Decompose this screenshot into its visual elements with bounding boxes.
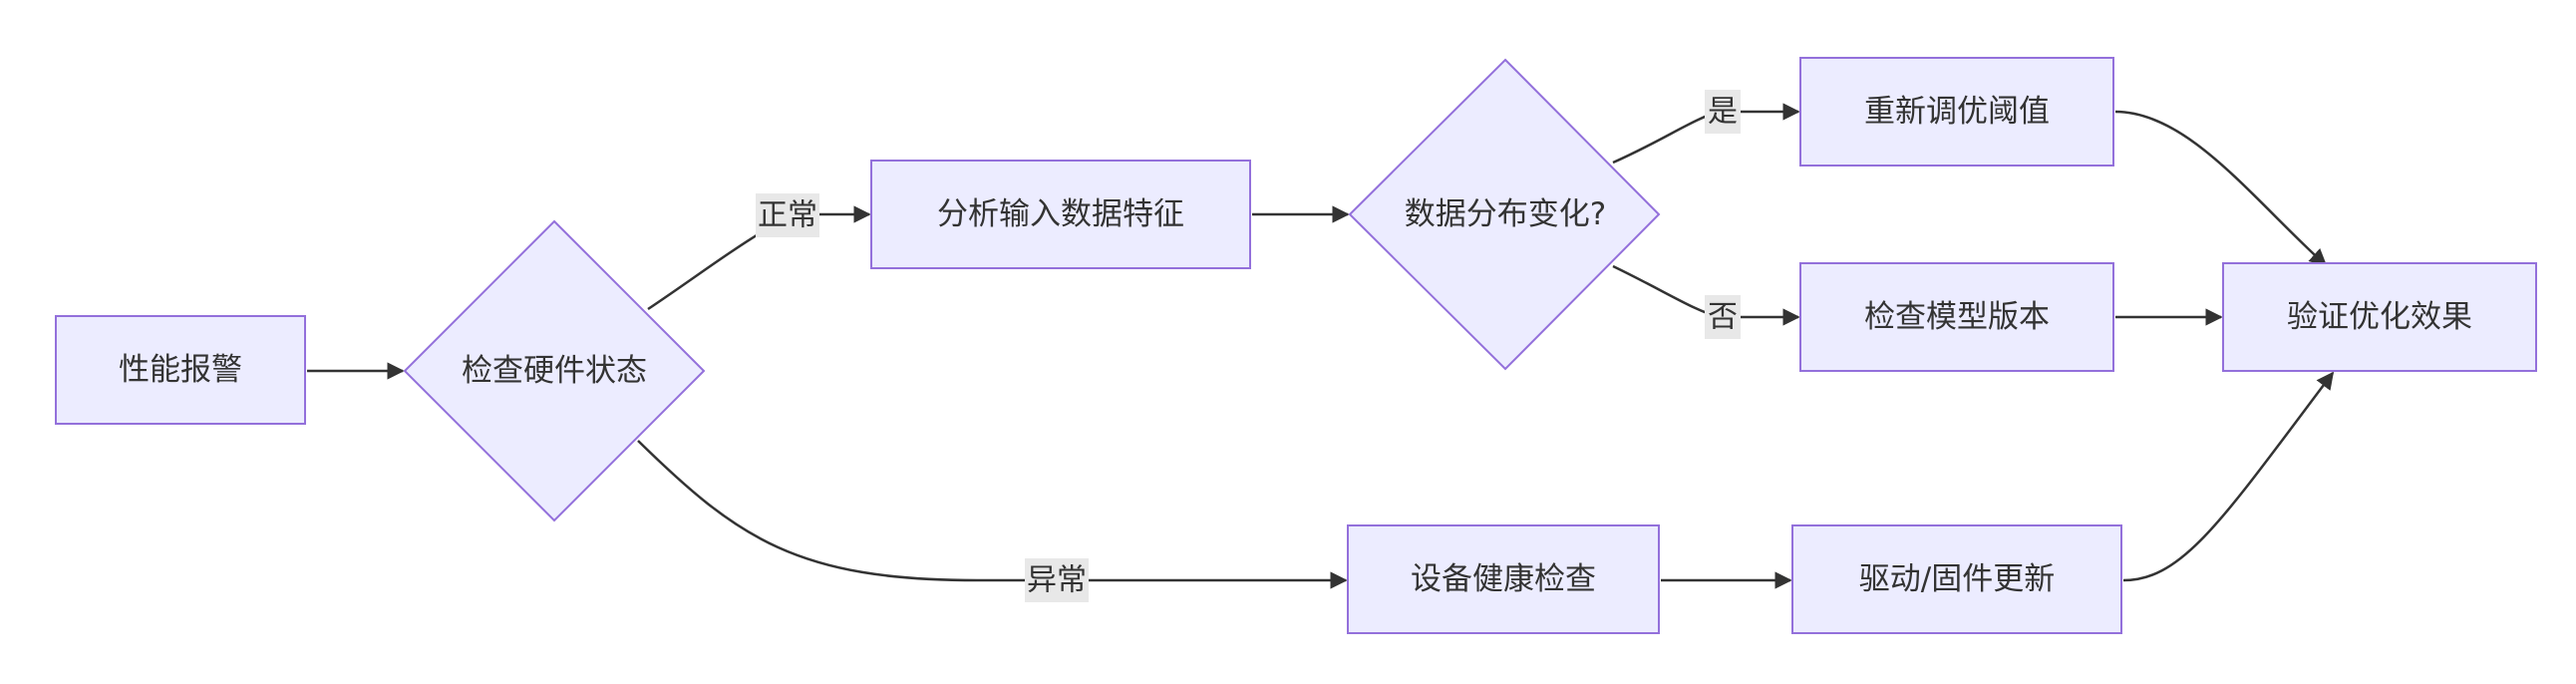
node-alert[interactable]: 性能报警: [55, 315, 306, 425]
edge-labels: 正常 异常 是 否: [756, 90, 1741, 602]
edge-check-hw-to-device-health: [637, 440, 1348, 589]
svg-text:性能报警: 性能报警: [119, 352, 242, 388]
svg-text:验证优化效果: 验证优化效果: [2287, 299, 2472, 335]
node-verify[interactable]: 验证优化效果: [2222, 262, 2537, 372]
svg-text:重新调优阈值: 重新调优阈值: [1864, 94, 2050, 130]
node-check-hw-decision[interactable]: 检查硬件状态: [403, 219, 706, 522]
edges: [307, 103, 2335, 589]
node-dist-change-decision[interactable]: 数据分布变化?: [1348, 58, 1661, 371]
edge-label-no: 否: [1705, 295, 1741, 339]
node-analyze-input[interactable]: 分析输入数据特征: [870, 160, 1251, 269]
svg-text:分析输入数据特征: 分析输入数据特征: [937, 196, 1184, 232]
nodes: 性能报警 检查硬件状态 分析输入数据特征 数据分布变化? 重新调优阈值 检查模型…: [55, 57, 2537, 634]
edge-label-abnormal: 异常: [1025, 558, 1089, 602]
svg-text:是: 是: [1708, 95, 1738, 130]
edge-driver-update-to-verify: [2122, 371, 2335, 582]
svg-text:检查模型版本: 检查模型版本: [1864, 299, 2050, 335]
svg-text:数据分布变化?: 数据分布变化?: [1405, 196, 1606, 232]
svg-text:设备健康检查: 设备健康检查: [1411, 561, 1596, 597]
svg-text:异常: 异常: [1027, 563, 1087, 598]
edge-label-yes: 是: [1705, 90, 1741, 134]
edge-retune-to-verify: [2114, 110, 2328, 267]
svg-text:否: 否: [1708, 300, 1738, 335]
svg-text:检查硬件状态: 检查硬件状态: [462, 353, 647, 389]
edge-label-normal: 正常: [756, 193, 819, 237]
node-driver-update[interactable]: 驱动/固件更新: [1791, 524, 2122, 634]
node-device-health[interactable]: 设备健康检查: [1347, 524, 1660, 634]
node-check-model[interactable]: 检查模型版本: [1799, 262, 2114, 372]
node-retune[interactable]: 重新调优阈值: [1799, 57, 2114, 167]
svg-text:正常: 正常: [758, 198, 817, 233]
svg-text:驱动/固件更新: 驱动/固件更新: [1859, 561, 2055, 597]
